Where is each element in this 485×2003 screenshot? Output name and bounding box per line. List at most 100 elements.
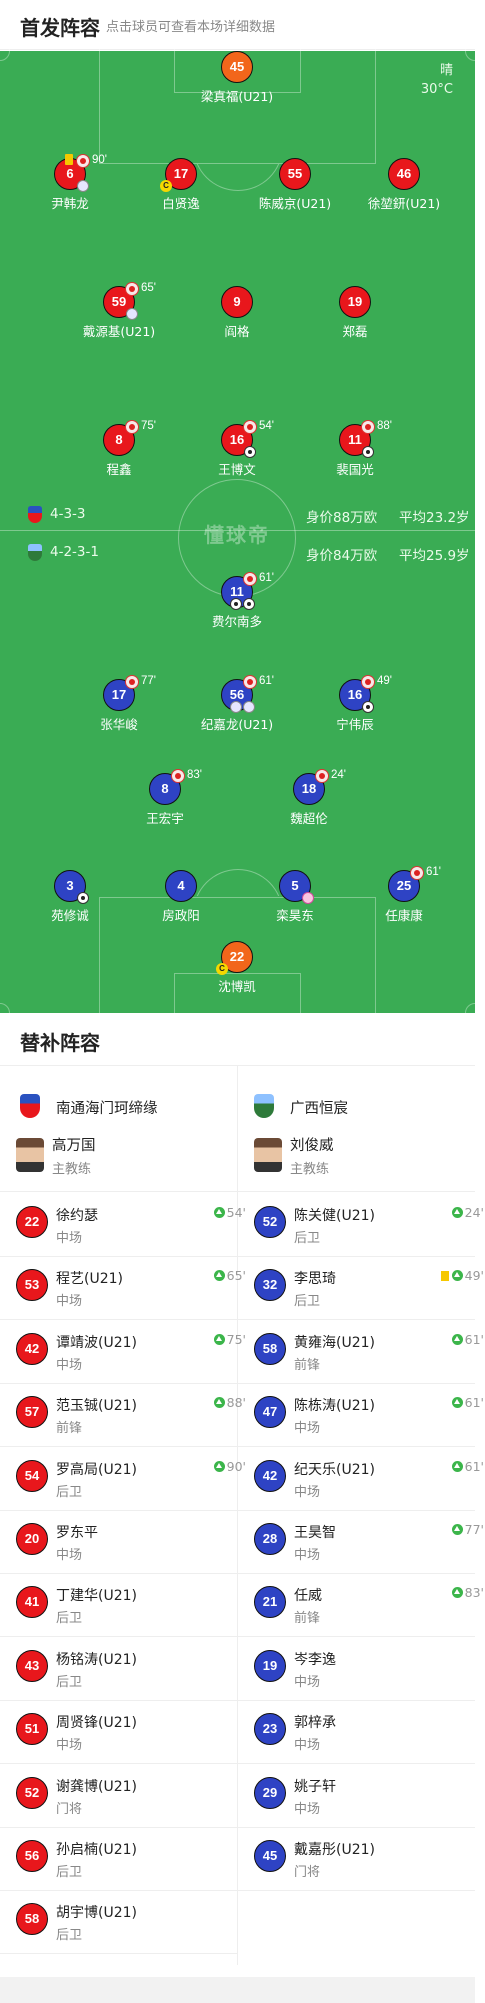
player-marker[interactable]: 16 54' 王博文 bbox=[187, 420, 287, 478]
player-marker[interactable]: 45 梁真福(U21) bbox=[187, 51, 287, 105]
player-marker[interactable]: 6 90' 尹韩龙 bbox=[20, 154, 120, 212]
home-formation: 4-3-3 bbox=[50, 506, 86, 522]
away-team-badge-icon bbox=[28, 544, 42, 561]
player-marker[interactable]: 8 83' 王宏宇 bbox=[115, 769, 215, 827]
player-marker[interactable]: 25 61' 任康康 bbox=[354, 866, 454, 924]
player-name: 房政阳 bbox=[162, 908, 200, 923]
sub-number: 58 bbox=[16, 1903, 48, 1936]
assist-icon bbox=[77, 180, 89, 192]
home-coach[interactable]: 高万国 主教练 bbox=[16, 1132, 216, 1182]
divider bbox=[0, 1826, 237, 1828]
player-marker[interactable]: 3 苑修诚 bbox=[20, 870, 120, 924]
player-marker[interactable]: 17 C 白贤逸 bbox=[131, 158, 231, 212]
player-number: 55 bbox=[279, 158, 311, 190]
away-team-badge-icon bbox=[254, 1094, 274, 1118]
sub-in-time: 24' bbox=[451, 1205, 484, 1220]
sub-number: 58 bbox=[254, 1332, 286, 1365]
sub-name: 丁建华(U21) bbox=[56, 1588, 137, 1605]
page-footer bbox=[0, 1977, 475, 2003]
player-marker[interactable]: 8 75' 程鑫 bbox=[69, 420, 169, 478]
player-marker[interactable]: 16 49' 宁伟辰 bbox=[305, 675, 405, 733]
player-marker[interactable]: 46 徐堃鈃(U21) bbox=[354, 158, 454, 212]
player-number: 46 bbox=[388, 158, 420, 190]
away-team-info: 4-2-3-1 身价84万欧 平均25.9岁 bbox=[0, 541, 475, 565]
player-number: 11 88' bbox=[339, 420, 392, 458]
substitution-in-icon bbox=[451, 1207, 463, 1218]
player-marker[interactable]: 9 阎格 bbox=[187, 286, 287, 340]
player-name: 裴国光 bbox=[336, 462, 374, 477]
substitution-time: 90' bbox=[92, 154, 107, 166]
player-marker[interactable]: 55 陈威京(U21) bbox=[245, 158, 345, 212]
player-marker[interactable]: 18 24' 魏超伦 bbox=[259, 769, 359, 827]
sub-number: 56 bbox=[16, 1840, 48, 1872]
sub-name: 周贤锋(U21) bbox=[56, 1715, 137, 1732]
player-marker[interactable]: 11 88' 裴国光 bbox=[305, 420, 405, 478]
player-marker[interactable]: 4 房政阳 bbox=[131, 870, 231, 924]
substitution-out-icon bbox=[125, 420, 139, 434]
lineup-header: 首发阵容 点击球员可查看本场详细数据 bbox=[0, 0, 475, 50]
substitution-out-icon bbox=[361, 420, 375, 434]
player-number: 25 61' bbox=[388, 866, 441, 902]
sub-name: 程艺(U21) bbox=[56, 1271, 123, 1288]
player-marker[interactable]: 22 C 沈博凯 bbox=[187, 941, 287, 995]
player-name: 王宏宇 bbox=[146, 811, 184, 826]
player-marker[interactable]: 11 61' 费尔南多 bbox=[187, 572, 287, 630]
player-marker[interactable]: 17 77' 张华峻 bbox=[69, 675, 169, 733]
sub-name: 范玉铖(U21) bbox=[56, 1398, 137, 1415]
home-team-info: 4-3-3 身价88万欧 平均23.2岁 bbox=[0, 503, 475, 527]
goal-ball-icon bbox=[362, 446, 374, 458]
team-name: 南通海门珂缔缘 bbox=[56, 1101, 158, 1117]
sub-position: 中场 bbox=[294, 1548, 321, 1563]
away-coach[interactable]: 刘俊威 主教练 bbox=[254, 1132, 454, 1182]
player-number: 59 65' bbox=[103, 282, 156, 320]
player-name: 宁伟辰 bbox=[336, 717, 374, 732]
player-marker[interactable]: 19 郑磊 bbox=[305, 286, 405, 340]
player-number: 6 90' bbox=[54, 154, 107, 192]
player-marker[interactable]: 56 61' 纪嘉龙(U21) bbox=[187, 675, 287, 733]
sub-number: 41 bbox=[16, 1586, 48, 1619]
divider bbox=[0, 1890, 237, 1891]
sub-number: 23 bbox=[254, 1713, 286, 1746]
player-name: 费尔南多 bbox=[211, 614, 262, 629]
divider bbox=[0, 1256, 237, 1257]
player-marker[interactable]: 5 栾昊东 bbox=[245, 870, 345, 924]
sub-position: 中场 bbox=[56, 1357, 83, 1373]
player-name: 栾昊东 bbox=[276, 908, 314, 923]
sub-in-time: 61' bbox=[451, 1395, 484, 1410]
sub-name: 纪天乐(U21) bbox=[294, 1461, 375, 1478]
coach-name: 刘俊威 bbox=[290, 1138, 334, 1154]
sub-position: 后卫 bbox=[56, 1865, 83, 1880]
player-marker[interactable]: 59 65' 戴源基(U21) bbox=[69, 282, 169, 340]
substitution-out-icon bbox=[125, 282, 139, 296]
sub-in-time: 83' bbox=[451, 1585, 484, 1600]
player-name: 纪嘉龙(U21) bbox=[200, 717, 274, 732]
substitution-in-icon bbox=[451, 1270, 463, 1282]
substitution-in-icon bbox=[451, 1587, 463, 1599]
divider bbox=[238, 1382, 475, 1384]
player-number: 3 bbox=[54, 870, 89, 904]
player-number: 16 49' bbox=[339, 675, 392, 713]
